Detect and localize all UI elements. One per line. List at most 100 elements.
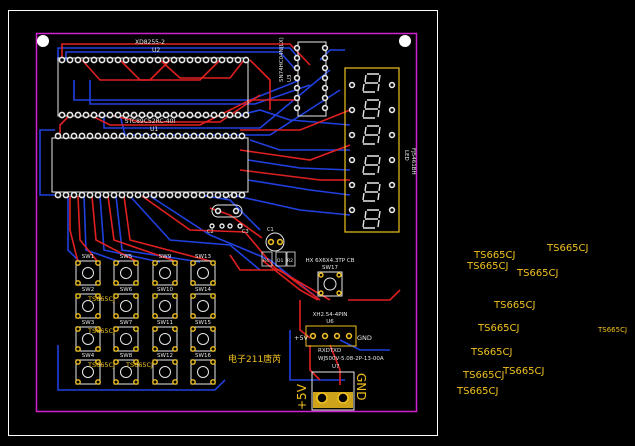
u3-value-label: SN74HC04N(LX) <box>279 37 285 82</box>
switch-label: SW8 <box>120 353 133 359</box>
switch-sw7[interactable]: SW7 <box>113 320 139 352</box>
floating-part-label: TS665CJ <box>478 323 520 334</box>
switch-label: SW3 <box>82 320 95 326</box>
resistor-r4[interactable]: R4 <box>261 251 273 267</box>
switch-sw14[interactable]: SW14 <box>190 287 216 319</box>
seven-segment-digits <box>362 73 381 229</box>
u7-ref-label: U7 <box>332 364 340 370</box>
u1-value-label: STC89C52RC-40I <box>125 118 176 125</box>
floating-part-label: TS665CJ <box>467 261 509 272</box>
led-ref-label: LED <box>403 150 409 161</box>
floating-part-label: TS665CJ <box>517 268 559 279</box>
r4-ref-label: R4 <box>263 258 269 264</box>
switch-sw5[interactable]: SW5 <box>113 254 139 286</box>
switch-label: SW16 <box>195 353 211 359</box>
switch-sw4[interactable]: SW4 <box>75 353 101 385</box>
switch-sw12[interactable]: SW12 <box>152 353 178 385</box>
u3-74hc04-chip[interactable]: SN74HC04N(LX) U3 <box>279 37 329 117</box>
switch-sw8[interactable]: SW8 <box>113 353 139 385</box>
crystal-ref-label: Y1 <box>227 194 234 200</box>
keypad-overlay-3: TS665CJ <box>87 361 115 369</box>
switch-sw15[interactable]: SW15 <box>190 320 216 352</box>
keypad-overlay-text: TS665CJ TS665CJ TS665CJ TS665CJ <box>87 295 153 369</box>
cap-c2[interactable]: C2 <box>207 223 225 235</box>
u1-mcu-chip[interactable]: STC89C52RC-40I U1 <box>51 118 249 199</box>
sw17-reset-button[interactable]: HX 6X6X4.3TP CB SW17 <box>306 258 355 297</box>
floating-part-label: TS665CJ <box>457 386 499 397</box>
sw17-value-label: HX 6X6X4.3TP CB <box>306 258 355 264</box>
diode-d1[interactable]: D1 <box>275 251 287 267</box>
switch-sw13[interactable]: SW13 <box>190 254 216 286</box>
floating-part-label: TS665CJ <box>598 326 628 334</box>
switch-sw6[interactable]: SW6 <box>113 287 139 319</box>
c2-ref-label: C2 <box>207 229 214 235</box>
cap-c1[interactable]: C1 <box>265 227 285 252</box>
u6-gnd-label: GND <box>357 334 372 342</box>
d1-ref-label: D1 <box>277 258 283 264</box>
u2-pins <box>58 56 250 119</box>
mounting-hole-left <box>37 35 49 47</box>
switch-label: SW2 <box>82 287 94 293</box>
u7-power-terminal[interactable]: WJ500V-5.08-2P-13-00A U7 +5V GND <box>295 356 384 411</box>
switch-label: SW15 <box>195 320 211 326</box>
keypad-overlay-4: TS665CJ <box>125 361 153 369</box>
u6-plus-label: +5V <box>294 334 309 342</box>
keypad-overlay-1: TS665CJ <box>87 295 115 303</box>
switch-sw10[interactable]: SW10 <box>152 287 178 319</box>
switch-label: SW13 <box>195 254 211 260</box>
floating-part-label: TS665CJ <box>503 366 545 377</box>
led-pins <box>348 81 396 214</box>
resistor-r2[interactable]: R2 <box>286 251 296 267</box>
u3-ref-label: U3 <box>287 74 293 82</box>
switch-sw2[interactable]: SW2 <box>75 287 101 319</box>
switch-label: SW5 <box>120 254 133 260</box>
u2-ref-label: U2 <box>152 47 160 54</box>
floating-part-label: TS665CJ <box>494 300 536 311</box>
u1-pins <box>54 132 246 199</box>
switch-sw9[interactable]: SW9 <box>152 254 178 286</box>
mounting-hole-right <box>399 35 411 47</box>
switch-sw3[interactable]: SW3 <box>75 320 101 352</box>
u6-value-label: XH2.54-4PIN <box>313 312 348 318</box>
c1-ref-label: C1 <box>267 227 274 233</box>
cap-c3[interactable]: C3 <box>227 223 249 235</box>
designer-label: 电子211唐芮 <box>228 353 281 365</box>
u6-ref-label: U6 <box>326 319 334 325</box>
board-outline <box>35 32 418 413</box>
floating-part-label: TS665CJ <box>547 243 589 254</box>
switch-label: SW1 <box>82 254 94 260</box>
frame-border <box>8 10 438 436</box>
switch-sw1[interactable]: SW1 <box>75 254 101 286</box>
power-plus-label: +5V <box>295 383 309 410</box>
r2-ref-label: R2 <box>287 258 293 264</box>
crystal-y1[interactable]: Y1 <box>211 194 243 218</box>
switch-label: SW10 <box>157 287 173 293</box>
u6-serial-header[interactable]: XH2.54-4PIN U6 +5V GND RXDTXD <box>294 312 372 354</box>
switch-label: SW9 <box>159 254 172 260</box>
u2-value-label: XD8255-2 <box>135 39 165 46</box>
switch-label: SW7 <box>120 320 133 326</box>
u6-rxtx-label: RXDTXD <box>318 348 341 354</box>
switch-sw11[interactable]: SW11 <box>152 320 178 352</box>
c3-ref-label: C3 <box>242 229 249 235</box>
u1-ref-label: U1 <box>150 126 158 133</box>
switch-label: SW4 <box>82 353 95 359</box>
floating-part-label: TS665CJ <box>471 347 513 358</box>
led-value-label: FJ5461BH <box>410 148 416 175</box>
floating-part-label: TS665CJ <box>463 370 505 381</box>
switch-label: SW14 <box>195 287 211 293</box>
switch-sw16[interactable]: SW16 <box>190 353 216 385</box>
led-display[interactable]: FJ5461BH LED <box>344 67 416 233</box>
keypad-overlay-2: TS665CJ <box>87 327 115 335</box>
switch-label: SW12 <box>157 353 173 359</box>
sw17-ref-label: SW17 <box>322 265 338 271</box>
u7-value-label: WJ500V-5.08-2P-13-00A <box>318 356 384 362</box>
u2-8255-chip[interactable]: XD8255-2 U2 <box>57 39 250 119</box>
switch-label: SW11 <box>157 320 173 326</box>
floating-part-label: TS665CJ <box>474 250 516 261</box>
u3-pins <box>293 44 329 112</box>
power-gnd-label: GND <box>354 373 368 401</box>
switch-label: SW6 <box>120 287 133 293</box>
